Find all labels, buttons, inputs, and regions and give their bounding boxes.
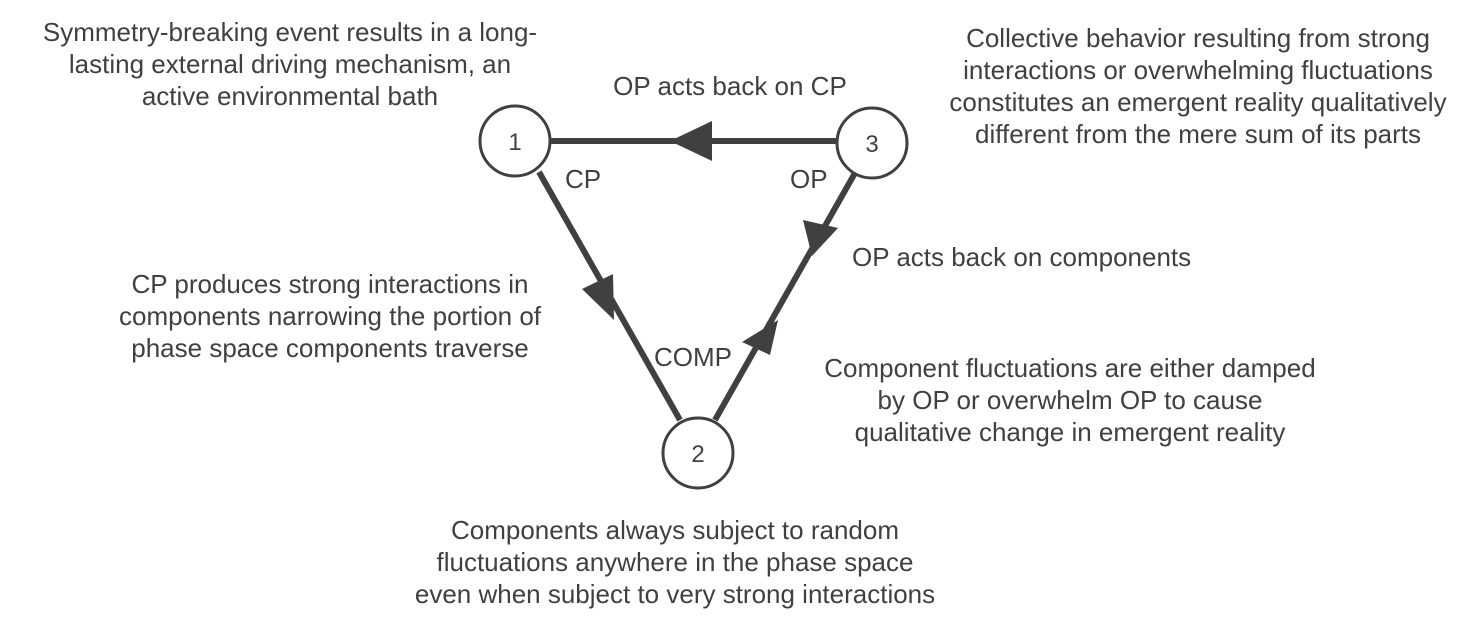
label-cp: CP <box>565 164 602 194</box>
edge-label-top: OP acts back on CP <box>613 71 847 101</box>
edge-2-to-3 <box>712 171 858 422</box>
label-op: OP <box>790 164 828 194</box>
node-3: 3 <box>835 106 909 180</box>
desc-right-edge-lower: Component fluctuations are either damped… <box>824 353 1316 447</box>
node-1-label: 1 <box>508 129 521 156</box>
arrow-right-up <box>742 320 778 355</box>
node-2-label: 2 <box>691 441 704 468</box>
desc-node-1: Symmetry-breaking event results in a lon… <box>42 17 538 111</box>
arrow-right-down <box>803 220 838 256</box>
desc-node-3: Collective behavior resulting from stron… <box>949 23 1447 149</box>
arrow-left-down <box>582 274 614 320</box>
desc-left-edge: CP produces strong interactions in compo… <box>118 269 542 363</box>
node-1: 1 <box>478 104 552 178</box>
arrow-top-left <box>670 121 712 161</box>
desc-node-2: Components always subject to random fluc… <box>414 515 936 609</box>
node-2: 2 <box>661 416 735 490</box>
edge-label-right: OP acts back on components <box>852 242 1192 272</box>
label-comp: COMP <box>654 342 732 372</box>
node-3-label: 3 <box>865 131 878 158</box>
